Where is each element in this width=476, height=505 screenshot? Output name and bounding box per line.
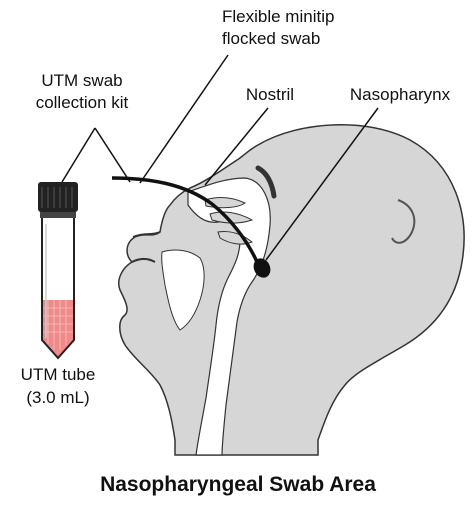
tube-cap-rim xyxy=(40,212,76,218)
diagram-title: Nasopharyngeal Swab Area xyxy=(100,473,376,496)
label-tube-line1: UTM tube xyxy=(21,365,96,384)
label-kit-line2: collection kit xyxy=(36,93,129,112)
leader-kit-to-swab xyxy=(95,128,130,182)
label-nasopharynx: Nasopharynx xyxy=(350,85,451,104)
leader-kit-to-tube xyxy=(62,128,95,182)
leader-swab xyxy=(140,55,228,183)
label-tube-line2: (3.0 mL) xyxy=(26,388,89,407)
label-kit-line1: UTM swab xyxy=(41,71,122,90)
utm-tube xyxy=(38,182,78,358)
tube-liquid xyxy=(42,300,74,358)
label-swab-line1: Flexible minitip xyxy=(222,7,334,26)
label-swab-line2: flocked swab xyxy=(222,29,320,48)
label-nostril: Nostril xyxy=(246,85,294,104)
